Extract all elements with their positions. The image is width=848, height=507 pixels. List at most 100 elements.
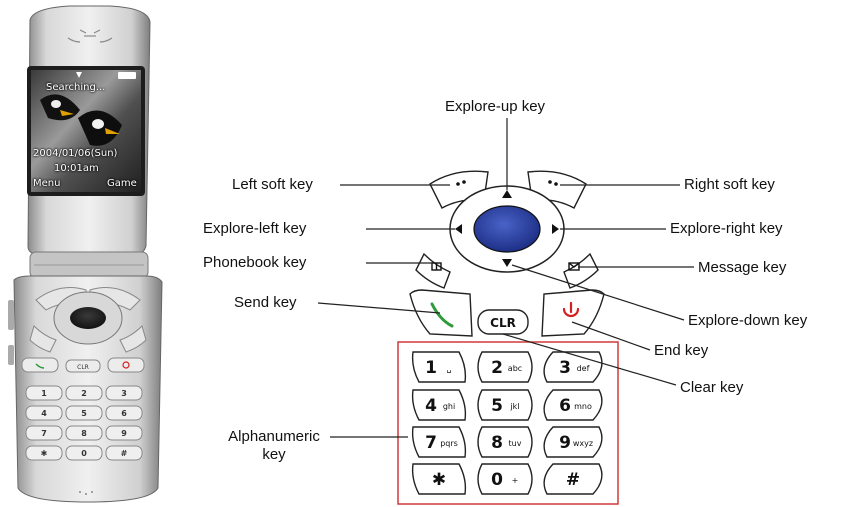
- key-11[interactable]: 0+: [477, 463, 533, 495]
- key-digit: 3: [559, 358, 571, 378]
- key-2[interactable]: 2 abc: [477, 351, 533, 383]
- key-letters: abc: [508, 364, 522, 373]
- phone-key-digit: 3: [121, 389, 127, 398]
- phone-key-digit: 9: [121, 429, 127, 438]
- phone-key-digit: 5: [81, 409, 87, 418]
- phone-nav-cluster: CLR: [21, 287, 147, 373]
- send-key[interactable]: [409, 289, 473, 337]
- key-10[interactable]: ✱: [411, 463, 467, 495]
- key-letters: wxyz: [573, 439, 593, 448]
- key-digit: 5: [491, 396, 503, 416]
- key-digit: 1: [425, 358, 437, 378]
- key-letters: +: [512, 476, 519, 485]
- center-ok-key[interactable]: [473, 205, 541, 253]
- label-end: End key: [654, 342, 709, 359]
- phone-key-digit: 4: [41, 409, 47, 418]
- phone-key-7: 7: [25, 425, 63, 441]
- phone-key-9: 9: [105, 425, 143, 441]
- speaker-grille: [67, 29, 113, 43]
- key-letters: jkl: [509, 402, 519, 411]
- phone-clr-label: CLR: [77, 364, 89, 371]
- label-alphanumeric-line2: key: [262, 446, 286, 463]
- phone-key-2: 2: [65, 385, 103, 401]
- label-alphanumeric-line1: Alphanumeric: [228, 428, 320, 445]
- phonebook-key[interactable]: [415, 252, 451, 289]
- screen-wallpaper: [40, 94, 122, 146]
- screen-time-text: 10:01am: [54, 163, 99, 174]
- phone-key-4: 4: [25, 405, 63, 421]
- label-explore-up: Explore-up key: [445, 98, 546, 115]
- screen-left-soft-label: Menu: [33, 178, 61, 189]
- leader-explore-down: [511, 264, 685, 321]
- end-power-icon: [562, 301, 580, 318]
- arrow-right-icon: [552, 224, 559, 234]
- phone-key-digit: 2: [81, 389, 87, 398]
- leader-lines: [317, 118, 694, 438]
- end-key[interactable]: [541, 289, 605, 337]
- arrow-down-icon: [502, 259, 512, 267]
- phone-key-5: 5: [65, 405, 103, 421]
- arrow-left-icon: [455, 224, 462, 234]
- label-explore-down: Explore-down key: [688, 312, 808, 329]
- phone-mini-keypad: 1 2 3 4 5 6 7 8 9 ✱ 0 #: [25, 385, 143, 461]
- label-send: Send key: [234, 294, 297, 311]
- phone-key-digit: 0: [81, 449, 87, 458]
- key-8[interactable]: 8 tuv: [477, 426, 533, 458]
- key-digit: 8: [491, 433, 503, 453]
- key-digit: ✱: [432, 470, 446, 490]
- key-digit: 9: [559, 433, 571, 453]
- phone-key-6: 6: [105, 405, 143, 421]
- phone-key-3: 3: [105, 385, 143, 401]
- phone-key-8: 8: [65, 425, 103, 441]
- label-clear: Clear key: [680, 379, 744, 396]
- leader-end: [571, 321, 651, 351]
- key-letters: mno: [574, 402, 592, 411]
- label-left-soft: Left soft key: [232, 176, 313, 193]
- keypad-highlight-box: [397, 341, 619, 505]
- phone-key-12: #: [105, 445, 143, 461]
- side-volume-button: [8, 300, 14, 330]
- key-digit: 7: [425, 433, 437, 453]
- signal-icon: [76, 72, 82, 78]
- phone-key-digit: #: [121, 449, 128, 458]
- send-call-icon: [430, 302, 454, 328]
- leader-send: [317, 302, 441, 314]
- key-12[interactable]: #: [543, 463, 603, 495]
- key-5[interactable]: 5 jkl: [477, 389, 533, 421]
- phone-key-1: 1: [25, 385, 63, 401]
- key-letters: ghi: [443, 402, 455, 411]
- key-letters: ␣: [446, 364, 451, 373]
- phone-key-digit: ✱: [41, 449, 48, 458]
- key-3[interactable]: 3 def: [543, 351, 603, 383]
- key-digit: 0: [491, 470, 503, 490]
- label-right-soft: Right soft key: [684, 176, 775, 193]
- label-phonebook: Phonebook key: [203, 254, 307, 271]
- phone-key-digit: 8: [81, 429, 87, 438]
- clear-key-label: CLR: [490, 316, 516, 330]
- phonebook-icon: [431, 262, 442, 271]
- phone-key-digit: 6: [121, 409, 127, 418]
- key-letters: tuv: [509, 439, 522, 448]
- microphone: [79, 491, 93, 495]
- phone-key-digit: 7: [41, 429, 47, 438]
- screen-right-soft-label: Game: [107, 178, 137, 189]
- screen-status-text: Searching...: [46, 82, 106, 93]
- message-key[interactable]: [563, 252, 599, 289]
- key-digit: 2: [491, 358, 503, 378]
- label-explore-right: Explore-right key: [670, 220, 783, 237]
- arrow-up-icon: [502, 190, 512, 198]
- key-1[interactable]: 1␣: [411, 351, 467, 383]
- key-digit: 6: [559, 396, 571, 416]
- label-message: Message key: [698, 259, 787, 276]
- phone-key-11: 0: [65, 445, 103, 461]
- soft-key-dots: [456, 180, 558, 186]
- key-letters: def: [577, 364, 590, 373]
